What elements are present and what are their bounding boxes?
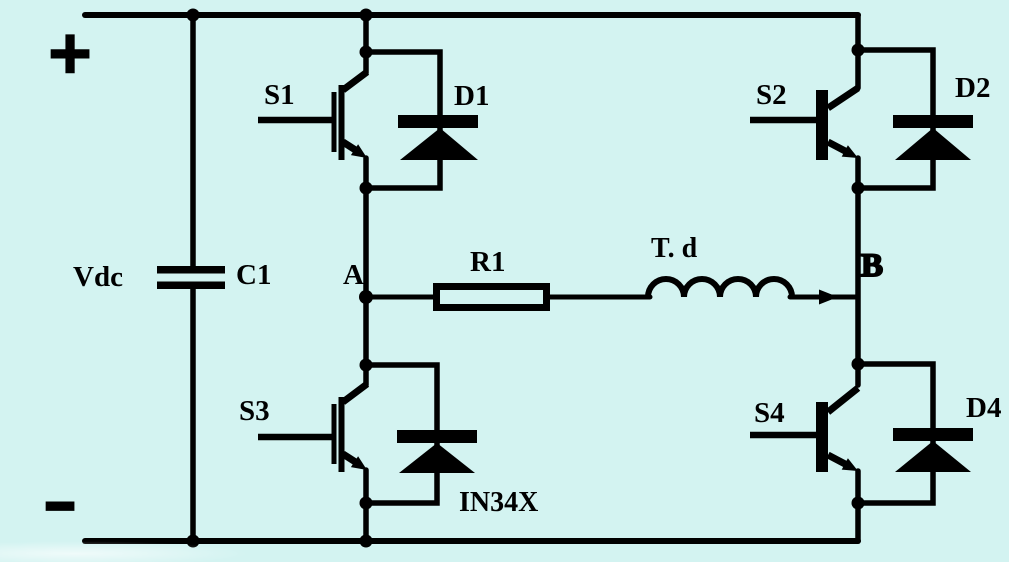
switch-s4-symbol <box>750 385 861 472</box>
junction-dot <box>359 181 373 195</box>
d4-anode-triangle <box>895 441 971 472</box>
junction-dot <box>851 181 865 195</box>
label-s4: S4 <box>754 397 785 429</box>
junction-dot <box>359 358 373 372</box>
d2-anode-triangle <box>895 128 971 160</box>
s4-collector <box>825 385 861 415</box>
switch-s1-symbol <box>258 69 370 160</box>
s2-collector <box>826 85 860 111</box>
s4-body-bar <box>816 402 828 472</box>
label-node-a: A <box>343 259 364 291</box>
current-arrow-icon <box>819 289 838 305</box>
junction-dot <box>186 8 200 22</box>
inductor-td-symbol <box>645 276 795 298</box>
minus-sign: − <box>44 483 76 527</box>
diode-d2-symbol <box>893 115 973 160</box>
diode-d1-symbol <box>398 115 478 160</box>
switch-s3-symbol <box>258 381 370 472</box>
junction-dot <box>359 8 373 22</box>
capacitor-plate-bottom <box>157 281 225 289</box>
label-d1: D1 <box>454 80 490 112</box>
label-c1: C1 <box>236 259 272 291</box>
d1-anode-triangle <box>400 128 478 160</box>
label-s3: S3 <box>239 395 270 427</box>
s1-gate-bar <box>331 92 337 152</box>
junction-dot <box>851 357 865 371</box>
diode-d4-symbol <box>893 428 973 472</box>
capacitor-c1-symbol <box>157 266 225 289</box>
d2-cathode-bar <box>893 115 973 128</box>
label-d4: D4 <box>966 392 1002 424</box>
junction-dot <box>359 45 373 59</box>
resistor-r1-symbol <box>433 283 550 311</box>
diode-in34x-symbol <box>397 430 477 473</box>
d4-cathode-bar <box>893 428 973 441</box>
plus-sign: + <box>46 18 95 86</box>
label-vdc: Vdc <box>73 261 123 293</box>
switch-s2-symbol <box>750 85 860 160</box>
label-node-b: B <box>860 248 884 284</box>
s2-body-bar <box>816 90 828 160</box>
junction-dot <box>851 496 865 510</box>
junction-dot <box>186 534 200 548</box>
s4-emitter-arrow-icon <box>841 458 858 471</box>
s1-body-bar <box>338 85 345 160</box>
label-s1: S1 <box>264 79 295 111</box>
s3-gate-bar <box>331 404 337 464</box>
s2-emitter-arrow-icon <box>841 145 858 158</box>
label-d2: D2 <box>955 72 991 104</box>
s3-body-bar <box>338 397 345 472</box>
capacitor-plate-top <box>157 266 225 274</box>
label-s2: S2 <box>756 79 787 111</box>
label-inductor: T. d <box>651 233 698 264</box>
label-in34x: IN34X <box>459 487 539 518</box>
d1-cathode-bar <box>398 115 478 128</box>
s3-emitter-arrow-icon <box>350 456 367 470</box>
s1-emitter-arrow-icon <box>350 144 367 158</box>
s2-emitter <box>826 138 849 156</box>
in34x-anode-triangle <box>399 443 475 473</box>
label-r1: R1 <box>470 246 506 278</box>
junction-dot <box>359 534 373 548</box>
s1-collector <box>340 69 370 93</box>
junction-dot-node-a <box>359 290 373 304</box>
s4-emitter <box>826 451 849 469</box>
wires <box>82 12 936 544</box>
junction-dot <box>359 496 373 510</box>
s3-collector <box>340 381 370 405</box>
junction-dot <box>851 43 865 57</box>
in34x-cathode-bar <box>397 430 477 443</box>
